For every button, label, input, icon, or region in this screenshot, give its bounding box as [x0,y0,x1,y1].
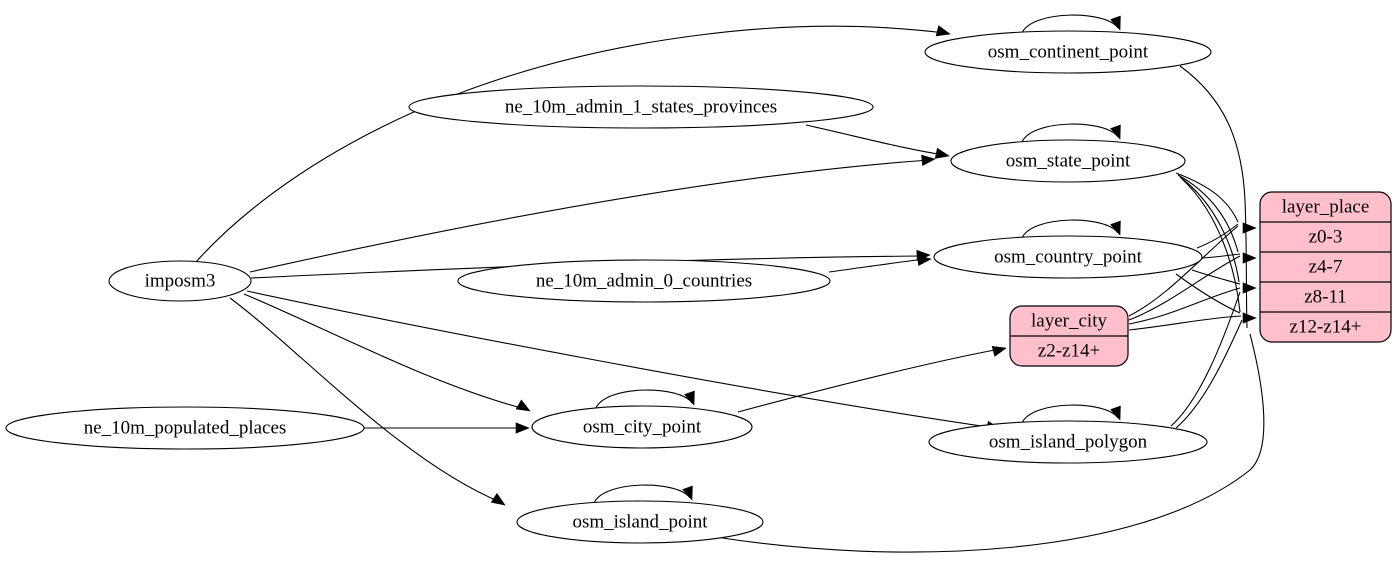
arrowhead-glyph [1110,124,1121,140]
edge-layer_city-to-layer_place_z4_7 [1128,255,1241,321]
node-osm_island_point[interactable]: osm_island_point [516,500,764,544]
arrowhead-into-layer_place-z4-7 [1242,252,1257,264]
arrowhead-glyph [917,254,932,267]
edge-osm_island_polygon-to-layer_place_z8_11 [1170,291,1241,427]
arrowhead-glyph [684,390,695,406]
arrowhead-glyph [934,147,950,159]
arrowhead-glyph [935,25,951,37]
node-ne_countries[interactable]: ne_10m_admin_0_countries [457,259,831,303]
arrowhead-into-osm_state_point-from-imposm3 [921,154,936,167]
ellipse-nodes-layer: imposm3 ne_10m_admin_1_states_provincesne… [5,30,1212,544]
arrowhead-glyph [1242,312,1257,324]
edges-layer [195,25,1265,553]
edge-osm_island_point-to-layer_place_z12 [715,333,1265,553]
arrowhead-into-osm_continent_point [935,25,951,37]
edge-osm_country_point-to-layer_place_z0_3 [1196,223,1239,249]
arrowhead-loop-osm_city_point [684,390,695,406]
node-ne_states[interactable]: ne_10m_admin_1_states_provinces [408,85,874,129]
arrowhead-glyph [515,399,531,412]
edge-imposm3-to-osm_island_point [229,297,501,503]
edge-osm_city_point-to-layer_city [737,348,1001,413]
node-ne_populated[interactable]: ne_10m_populated_places [5,406,365,450]
record-box-layer_place [1259,191,1392,343]
node-imposm3[interactable]: imposm3 [108,260,252,302]
arrowhead-into-osm_city_point-from-ne_populated [515,422,530,434]
node-shape-osm_state_point [950,139,1186,183]
arrowhead-into-osm_island_point-from-imposm3 [490,493,506,506]
edge-osm_state_point-to-layer_place_z0_3 [1175,172,1239,223]
arrowhead-into-layer_place-z0-3 [1242,222,1257,234]
node-shape-osm_island_polygon [928,420,1208,464]
arrowhead-glyph [1242,252,1257,264]
arrowhead-glyph [515,422,530,434]
edge-osm_island_polygon-to-layer_place_z12 [1175,319,1243,429]
edge-ne_states-to-osm_state_point [805,124,945,156]
self-loop-osm_state_point [1021,123,1119,143]
self-loop-osm_island_polygon [1021,404,1119,424]
edge-osm_country_point-to-layer_place_z12 [1175,273,1241,314]
edge-osm_state_point-to-layer_place_z4_7 [1177,174,1239,253]
arrowhead-glyph [490,493,506,506]
node-shape-osm_island_point [516,500,764,544]
edge-osm_country_point-to-layer_place_z4_7 [1201,253,1241,259]
node-osm_continent_point[interactable]: osm_continent_point [924,30,1212,74]
self-loops-layer [593,14,1119,504]
arrowhead-into-osm_city_point-from-imposm3 [515,399,531,412]
arrowhead-loop-osm_island_point [682,485,693,501]
edge-osm_continent_point-to-layer_place [1179,65,1248,329]
self-loop-osm_country_point [1021,219,1119,239]
edge-imposm3-to-osm_state_point [249,159,931,273]
edge-osm_state_point-to-layer_place_z8_11 [1179,176,1240,283]
arrowheads-layer [490,15,1257,506]
edge-imposm3-to-osm_island_polygon [246,290,996,429]
arrowhead-into-osm_country_point-from-ne_countries [917,254,932,267]
edge-imposm3-to-osm_city_point [243,293,526,410]
node-shape-osm_city_point [531,405,753,449]
self-loop-osm_continent_point [1021,14,1119,34]
self-loop-osm_island_point [593,484,691,504]
arrowhead-loop-osm_island_polygon [1110,405,1121,421]
arrowhead-loop-osm_continent_point [1110,15,1121,31]
arrowhead-glyph [682,485,693,501]
node-osm_state_point[interactable]: osm_state_point [950,139,1186,183]
arrowhead-glyph [991,345,1007,357]
arrowhead-glyph [921,154,936,167]
arrowhead-into-osm_state_point-from-ne_states [934,147,950,159]
arrowhead-glyph [1110,405,1121,421]
arrowhead-loop-osm_state_point [1110,124,1121,140]
arrowhead-glyph [1242,222,1257,234]
edge-layer_city-to-layer_place_z0_3 [1128,225,1239,317]
node-osm_island_polygon[interactable]: osm_island_polygon [928,420,1208,464]
node-shape-ne_states [408,85,874,129]
arrowhead-into-layer_city [991,345,1007,357]
edge-ne_countries-to-osm_country_point [828,258,927,273]
edge-layer_city-to-layer_place_z12 [1128,315,1242,331]
node-shape-osm_country_point [933,235,1203,279]
arrowhead-glyph [1110,220,1121,236]
node-shape-ne_populated [5,406,365,450]
arrowhead-into-layer_place-z12-z14 [1242,312,1257,324]
edge-imposm3-to-osm_continent_point [195,25,946,263]
node-shape-ne_countries [457,259,831,303]
node-shape-osm_continent_point [924,30,1212,74]
arrowhead-into-layer_place-z8-11 [1242,282,1257,294]
node-osm_country_point[interactable]: osm_country_point [933,235,1203,279]
node-shape-imposm3 [108,260,252,302]
edge-osm_state_point-to-layer_place_z12 [1181,178,1241,313]
arrowhead-glyph [1110,15,1121,31]
self-loop-osm_city_point [595,389,693,409]
edge-osm_country_point-to-layer_place_z8_11 [1191,269,1241,285]
arrowhead-glyph [1242,282,1257,294]
edge-layer_city-to-layer_place_z8_11 [1128,287,1241,325]
arrowhead-loop-osm_country_point [1110,220,1121,236]
node-osm_city_point[interactable]: osm_city_point [531,405,753,449]
